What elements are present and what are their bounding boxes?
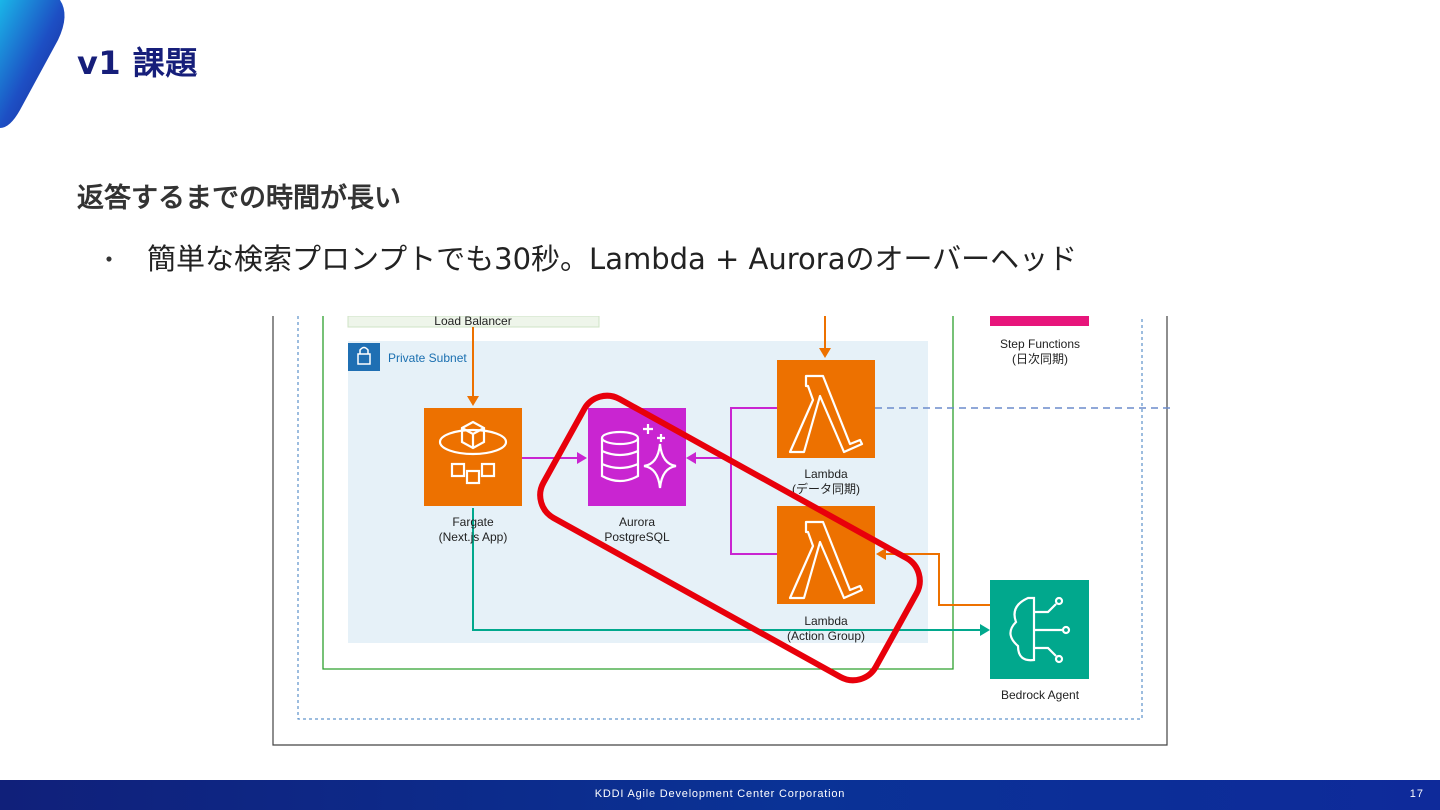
step-functions-icon — [990, 316, 1089, 326]
fargate-label: Fargate — [452, 515, 494, 529]
bedrock-agent-label: Bedrock Agent — [1001, 688, 1080, 702]
architecture-diagram: Load Balancer Private Subnet Step Functi… — [272, 316, 1172, 746]
aurora-sublabel: PostgreSQL — [604, 530, 670, 544]
highlight-box — [537, 392, 923, 684]
section-heading: 返答するまでの時間が長い — [77, 183, 401, 214]
fargate-sublabel: (Next.js App) — [439, 530, 508, 544]
footer-company: KDDI Agile Development Center Corporatio… — [594, 788, 846, 800]
aurora-icon — [588, 408, 686, 506]
lambda-action-icon — [777, 506, 875, 604]
fargate-icon — [424, 408, 522, 506]
corner-decoration — [0, 0, 65, 128]
bullet-text: 簡単な検索プロンプトでも30秒。Lambda + Auroraのオーバーヘッド — [147, 242, 1078, 276]
footer-bar: KDDI Agile Development Center Corporatio… — [0, 780, 1440, 810]
step-functions-sublabel: (日次同期) — [1012, 352, 1068, 366]
private-subnet-label: Private Subnet — [388, 351, 467, 365]
step-functions-label: Step Functions — [1000, 337, 1080, 351]
lambda-action-sublabel: (Action Group) — [787, 629, 865, 643]
bullet-marker: ・ — [97, 246, 121, 274]
page-title: v1 課題 — [77, 44, 198, 82]
load-balancer-label: Load Balancer — [434, 316, 511, 328]
lambda-action-label: Lambda — [804, 614, 848, 628]
page-number: 17 — [1409, 788, 1424, 800]
lambda-sync-icon — [777, 360, 875, 458]
bedrock-agent-icon — [990, 580, 1089, 679]
lambda-sync-sublabel: (データ同期) — [792, 481, 860, 496]
lambda-sync-label: Lambda — [804, 467, 848, 481]
aurora-label: Aurora — [619, 515, 655, 529]
